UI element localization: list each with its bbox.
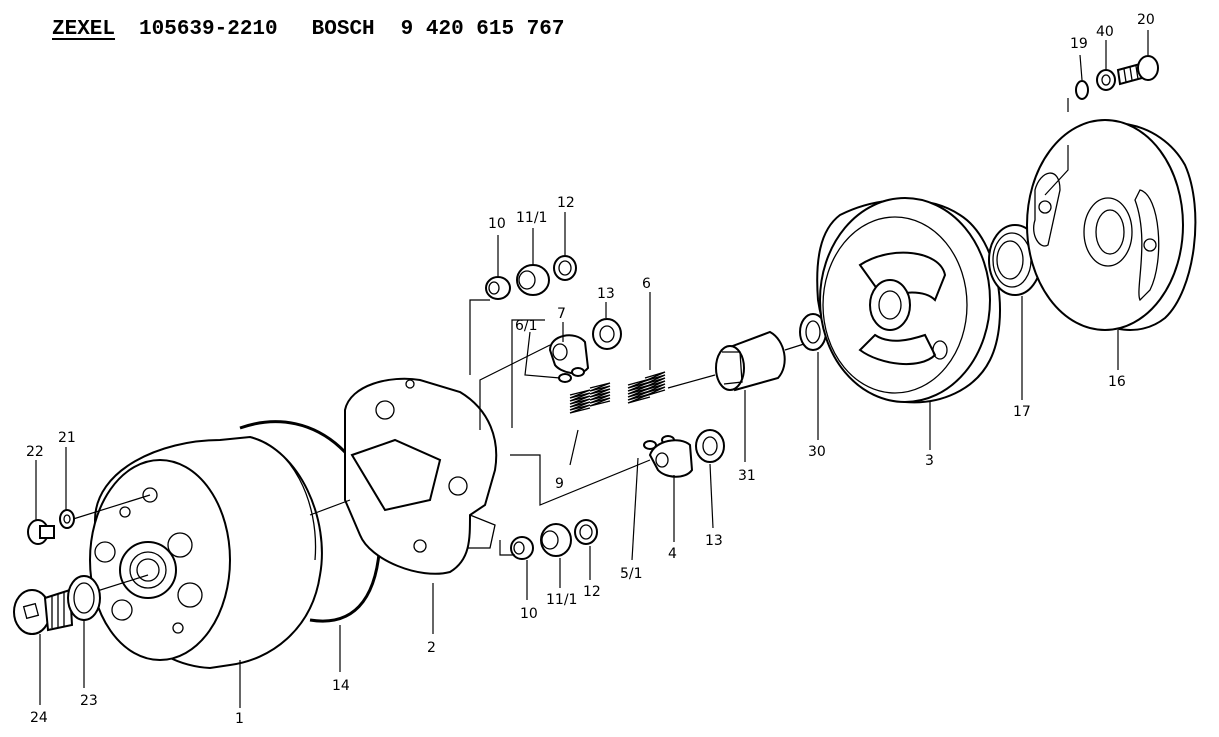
- part-6-1-spring-seats: [558, 367, 585, 383]
- callout-4: 4: [668, 546, 677, 562]
- part-23-seal-ring: [67, 575, 101, 621]
- part-2-flyweight-carrier: [344, 377, 498, 575]
- part-3-hub: [816, 197, 1001, 404]
- callout-11-1-top: 11/1: [516, 210, 547, 226]
- callout-40: 40: [1096, 24, 1114, 40]
- part-12-washer-bottom: [574, 519, 598, 545]
- drawing-header: ZEXEL 105639-2210 BOSCH 9 420 615 767: [52, 18, 564, 48]
- callout-24: 24: [30, 710, 48, 726]
- callout-6-1: 6/1: [515, 318, 538, 334]
- part-11-1-spacer-top: [516, 264, 550, 296]
- callout-labels: 1 2 3 4 5/1 6 6/1 7 9 10 10 11/1 11/1 12…: [26, 12, 1155, 727]
- callout-10-bottom: 10: [520, 606, 538, 622]
- callout-31: 31: [738, 468, 756, 484]
- part-22-bolt: [27, 519, 55, 545]
- callout-23: 23: [80, 693, 98, 709]
- callout-6: 6: [642, 276, 651, 292]
- part-10-bushing-bottom: [510, 536, 534, 560]
- callout-10-top: 10: [488, 216, 506, 232]
- header-brand-zexel: ZEXEL: [52, 18, 116, 41]
- part-10-bushing-top: [485, 276, 511, 300]
- callout-16: 16: [1108, 374, 1126, 390]
- header-part-number-bosch: 9 420 615 767: [400, 18, 565, 41]
- callout-5-1: 5/1: [620, 566, 643, 582]
- callout-30: 30: [808, 444, 826, 460]
- callout-14: 14: [332, 678, 350, 694]
- callout-9: 9: [555, 476, 564, 492]
- callout-13-bottom: 13: [705, 533, 723, 549]
- callout-11-1-bottom: 11/1: [546, 592, 577, 608]
- callout-12-bottom: 12: [583, 584, 601, 600]
- part-7-lever: [548, 334, 590, 375]
- part-4-lever: [648, 439, 694, 478]
- part-13-ring-bottom: [695, 429, 725, 463]
- part-40-washer: [1096, 69, 1116, 91]
- callout-19: 19: [1070, 36, 1088, 52]
- leader-lines: [35, 30, 1149, 708]
- callout-20: 20: [1137, 12, 1155, 28]
- part-9-springs: [569, 382, 611, 414]
- callout-22: 22: [26, 444, 44, 460]
- part-20-screw: [1116, 55, 1159, 86]
- part-13-ring-top: [592, 318, 622, 350]
- part-12-washer-top: [553, 255, 577, 281]
- part-6-springs: [627, 371, 666, 404]
- part-24-plug: [13, 588, 74, 635]
- callout-3: 3: [925, 453, 934, 469]
- header-part-number-zexel: 105639-2210: [139, 18, 278, 41]
- callout-12-top: 12: [557, 195, 575, 211]
- part-19-washer: [1075, 80, 1089, 100]
- part-21-washer: [59, 509, 75, 529]
- part-1-housing: [89, 435, 323, 670]
- callout-21: 21: [58, 430, 76, 446]
- callout-1: 1: [235, 711, 244, 727]
- callout-13-top: 13: [597, 286, 615, 302]
- callout-2: 2: [427, 640, 436, 656]
- callout-17: 17: [1013, 404, 1031, 420]
- callout-7: 7: [557, 306, 566, 322]
- part-31-nut: [715, 330, 786, 392]
- part-16-cover: [1026, 119, 1197, 331]
- header-brand-bosch: BOSCH: [311, 18, 375, 41]
- part-11-1-spacer-bottom: [540, 523, 572, 557]
